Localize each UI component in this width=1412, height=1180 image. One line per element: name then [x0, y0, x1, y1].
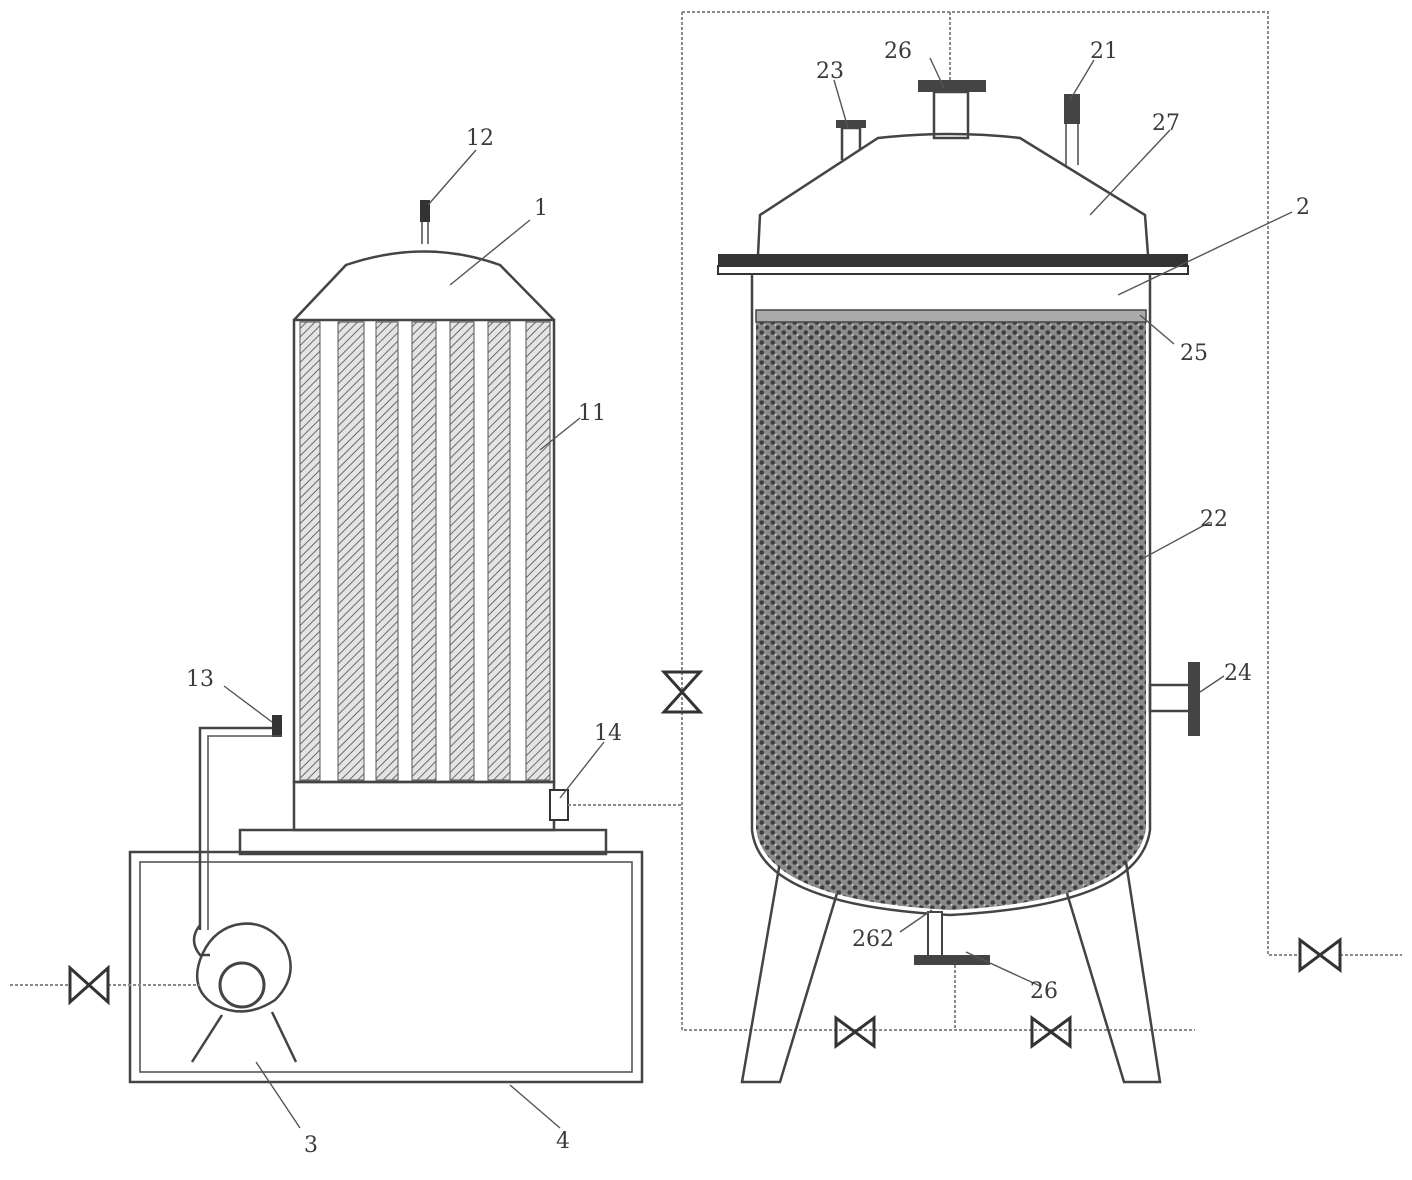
- valve-left-riser: [660, 670, 704, 714]
- label-14: 14: [594, 721, 622, 746]
- label-3: 3: [304, 1133, 318, 1158]
- label-11: 11: [578, 401, 606, 426]
- label-262: 262: [852, 927, 894, 952]
- label-23: 23: [816, 59, 844, 84]
- valve-bottom-right: [1030, 1015, 1072, 1049]
- label-27: 27: [1152, 111, 1180, 136]
- label-26-top: 26: [884, 39, 912, 64]
- label-13: 13: [186, 667, 214, 692]
- inlet-valve: [68, 964, 110, 1006]
- label-25: 25: [1180, 341, 1208, 366]
- tank-4: [10, 726, 644, 1084]
- label-24: 24: [1224, 661, 1252, 686]
- label-22: 22: [1200, 507, 1228, 532]
- label-21: 21: [1090, 39, 1118, 64]
- vessel-2: [717, 80, 1200, 1084]
- leader-lines: [223, 57, 1293, 1129]
- label-2: 2: [1296, 195, 1310, 220]
- label-4: 4: [556, 1129, 570, 1154]
- label-12: 12: [466, 126, 494, 151]
- label-1: 1: [534, 196, 548, 221]
- valve-outlet-right: [1298, 937, 1342, 973]
- label-26-bottom: 26: [1030, 979, 1058, 1004]
- pump-3: [190, 922, 298, 1063]
- callout-labels: 12 1 11 13 14 3 4 23 26 21 27 2 25 22 24…: [186, 39, 1310, 1158]
- membrane-tubes: [299, 321, 551, 781]
- membrane-module-1: [238, 200, 608, 856]
- valve-bottom-left: [834, 1015, 876, 1049]
